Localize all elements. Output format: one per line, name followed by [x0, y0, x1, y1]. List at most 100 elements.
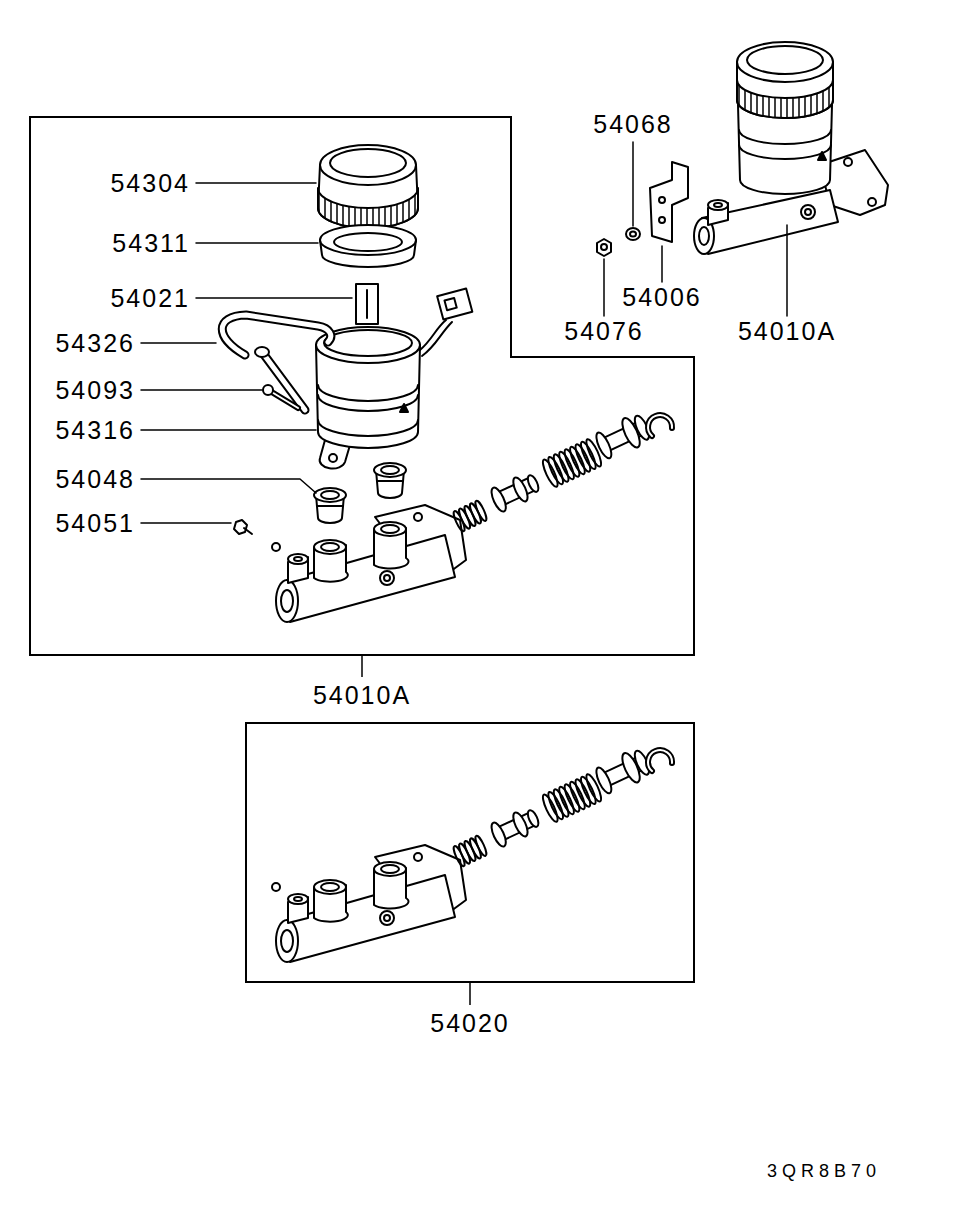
assembly-number: 54020: [430, 1008, 510, 1038]
level-sensor: [356, 284, 378, 324]
reservoir-tank: [329, 454, 337, 462]
frame-outline: [246, 723, 694, 982]
grommet: [381, 466, 399, 474]
reservoir-cap: [318, 145, 418, 228]
mounting-bracket: [659, 197, 665, 203]
grommet: [374, 463, 406, 477]
master-cylinder-assembly: [694, 42, 888, 254]
mounting-bracket: [650, 162, 688, 242]
master-cylinder-assembly: [747, 46, 823, 74]
callout-number: 54304: [110, 168, 190, 198]
seal-ring: [320, 225, 416, 267]
master-cylinder-assembly: [868, 198, 876, 206]
leader-line: [141, 342, 216, 344]
leader-line: [141, 142, 787, 523]
leader-line: [361, 656, 363, 677]
parts-illustration: [452, 746, 672, 867]
nut: [601, 244, 607, 250]
seal-ring: [334, 233, 402, 251]
grommet: [377, 480, 403, 482]
nut: [597, 239, 611, 256]
frame-box: 54020: [246, 723, 694, 1043]
master-cylinder-assembly: [805, 209, 811, 215]
leader-line: [603, 259, 605, 316]
callout-number: 54311: [112, 228, 190, 258]
reservoir-tank: [318, 385, 418, 401]
hose-clamp-bolt: [270, 391, 298, 408]
mounting-bracket: [659, 217, 665, 223]
parts-illustration: [272, 845, 466, 962]
reservoir-hose: [255, 347, 269, 357]
frame-outline: [30, 117, 694, 655]
reservoir-tank: [318, 395, 418, 411]
master-cylinder-assembly: [714, 203, 722, 207]
master-cylinder-assembly: [739, 145, 831, 159]
mounting-bracket: [650, 162, 688, 242]
reservoir-hose: [262, 352, 305, 410]
leader-line: [632, 142, 634, 226]
master-cylinder-assembly: [699, 227, 709, 245]
reservoir-tank: [324, 330, 412, 356]
reservoir-hose: [222, 315, 331, 355]
leader-line: [141, 522, 231, 524]
callout-number: 54051: [55, 508, 135, 538]
callout-number: 54316: [55, 415, 135, 445]
frame-outline: [246, 723, 694, 1043]
washer: [626, 228, 640, 240]
master-cylinder-assembly: [844, 158, 852, 166]
leader-line: [469, 983, 471, 1005]
master-cylinder-assembly: [737, 80, 833, 118]
washer: [626, 228, 640, 240]
seal-ring: [320, 225, 416, 255]
reservoir-tank: [316, 320, 452, 469]
reservoir-cap: [330, 149, 406, 177]
grommet: [317, 505, 343, 507]
leader-line: [661, 246, 663, 282]
level-sensor: [437, 289, 472, 320]
callout-number: 54068: [593, 109, 673, 139]
callout-number: 54010A: [738, 316, 836, 346]
reservoir-hose: [222, 315, 331, 410]
nut: [597, 239, 611, 256]
leader-line: [141, 479, 316, 493]
level-sensor: [444, 298, 456, 310]
master-cylinder-assembly: [708, 200, 728, 210]
bleeder-bolt: [244, 528, 252, 534]
master-cylinder-assembly: [818, 152, 826, 160]
callout-number: 54093: [55, 375, 135, 405]
reservoir-tank: [422, 322, 452, 356]
level-sensor: [366, 290, 368, 318]
callout-number: 54326: [55, 328, 135, 358]
callout-number: 54021: [110, 283, 190, 313]
master-cylinder-assembly: [801, 205, 815, 219]
leader-line: [196, 182, 316, 184]
leader-line: [141, 389, 262, 391]
reservoir-hose: [222, 315, 331, 355]
reservoir-tank: [400, 404, 408, 412]
reservoir-cap: [320, 145, 416, 185]
assembly-number: 54010A: [313, 680, 411, 710]
reservoir-tank: [318, 420, 418, 436]
grommet: [314, 488, 346, 502]
parts-illustration: [452, 411, 672, 532]
reservoir-hose: [262, 352, 305, 410]
master-cylinder-assembly: [739, 130, 831, 144]
level-sensor: [356, 284, 472, 324]
parts-illustration: [272, 505, 466, 622]
master-cylinder-assembly: [737, 42, 833, 82]
bleeder-bolt: [234, 520, 247, 534]
leader-line: [141, 429, 316, 431]
grommet: [321, 491, 339, 499]
leader-line: [786, 225, 788, 316]
bleeder-bolt: [234, 520, 252, 534]
leader-line: [196, 242, 318, 244]
leader-line: [196, 297, 352, 299]
master-cylinder-assembly: [702, 190, 838, 254]
level-sensor: [437, 289, 472, 320]
reservoir-cap: [318, 188, 418, 228]
callout-number: 54006: [622, 282, 702, 312]
hose-clamp-bolt: [263, 385, 273, 395]
drawing-code: 3QR8B70: [767, 1159, 881, 1183]
callout-number: 54076: [564, 316, 644, 346]
